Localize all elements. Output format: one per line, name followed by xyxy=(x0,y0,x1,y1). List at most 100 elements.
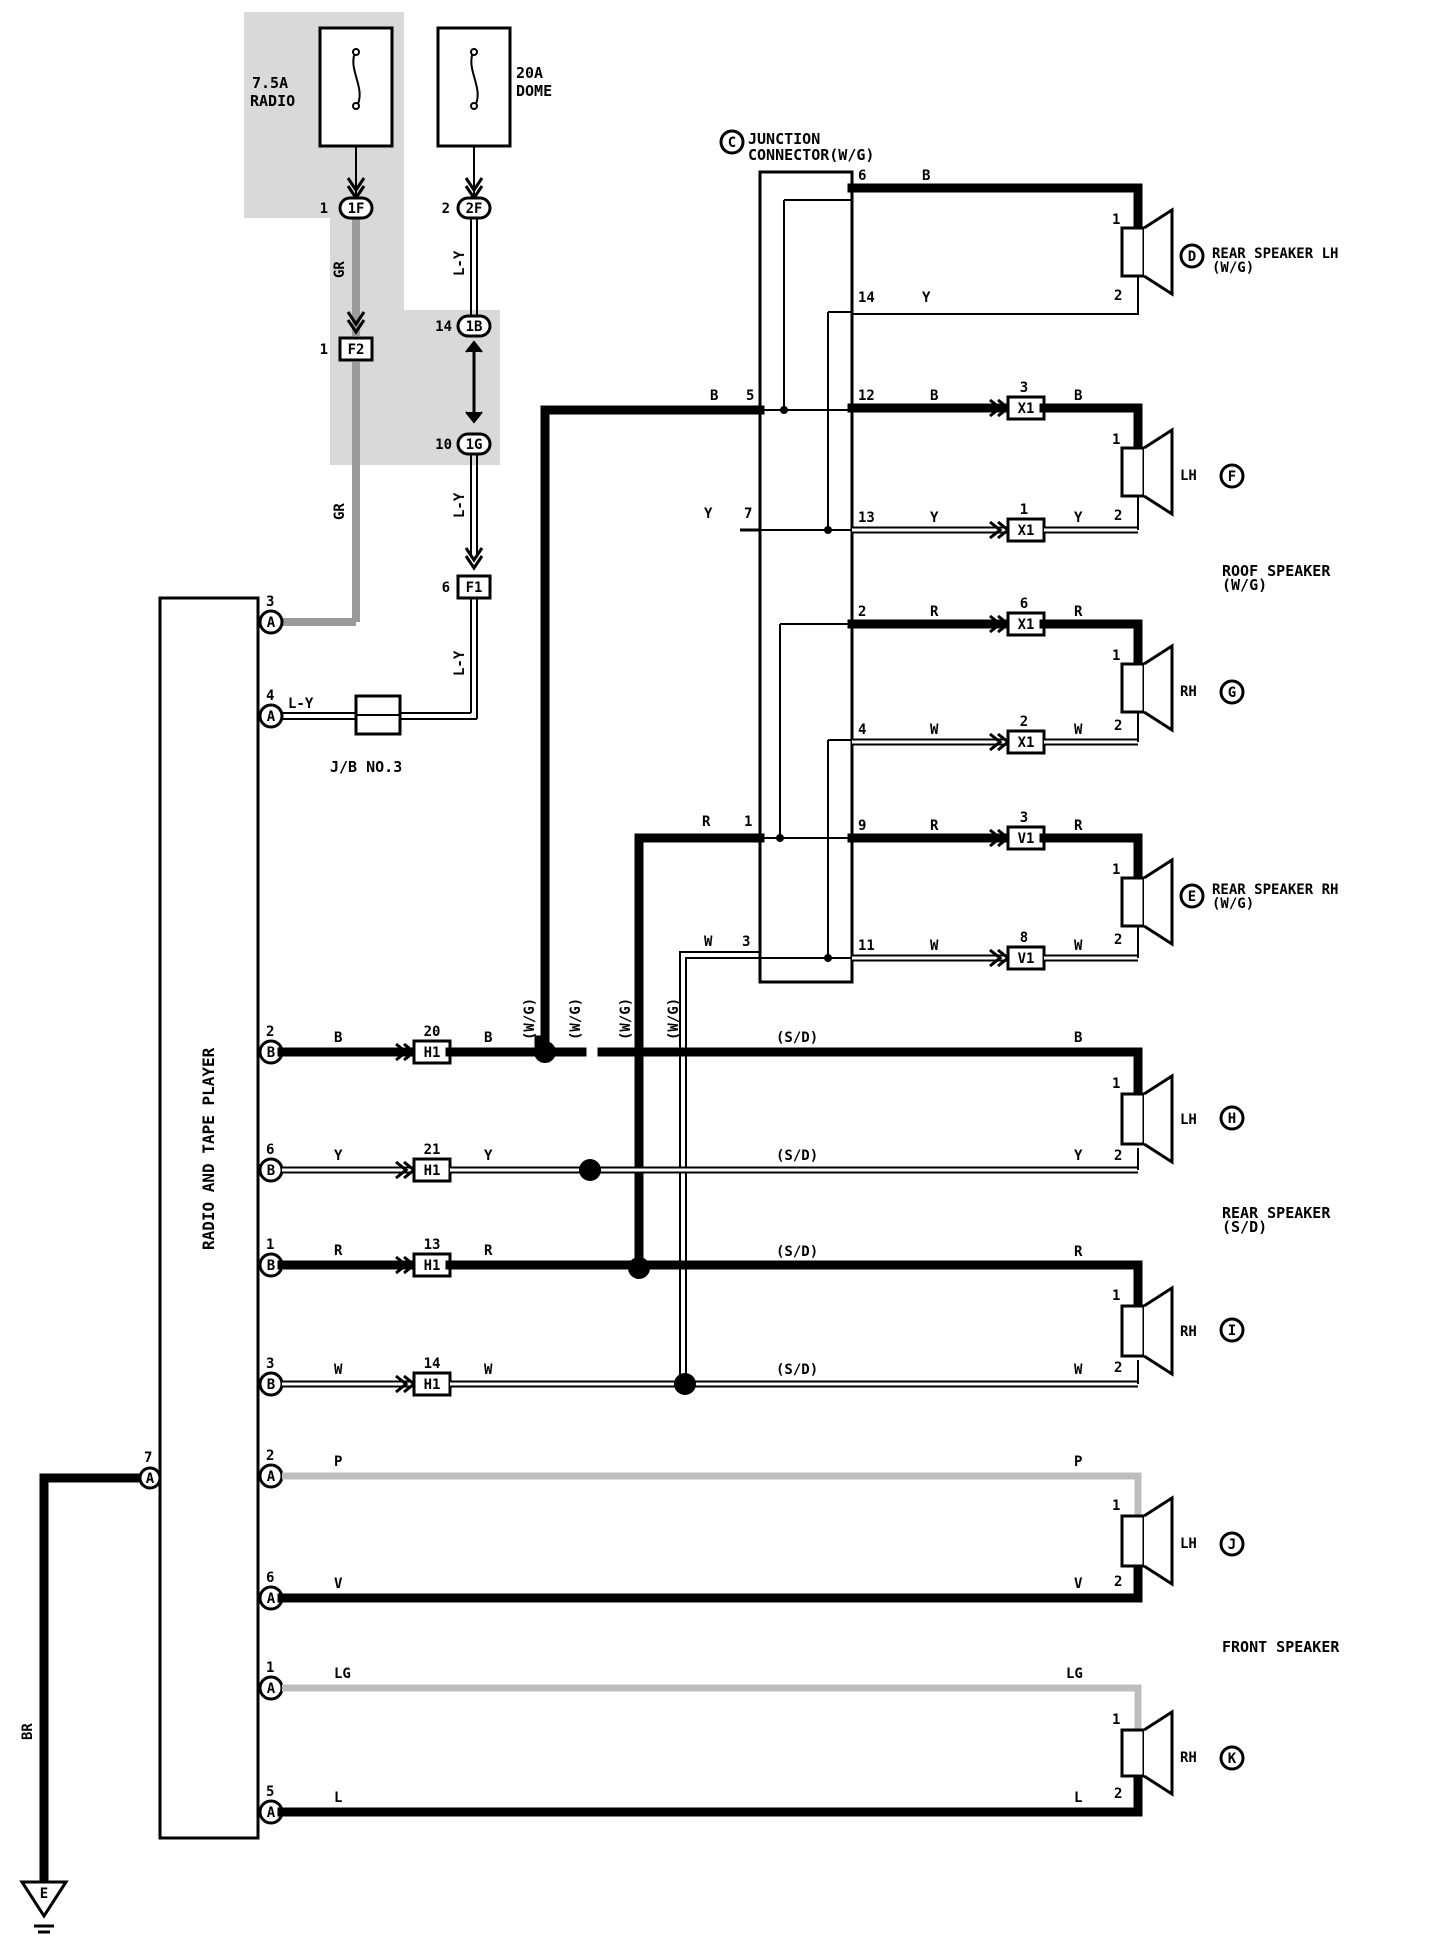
run-e-neg-a1 xyxy=(989,948,1003,968)
fuse-radio-box xyxy=(318,26,394,148)
junction-title: JUNCTION xyxy=(748,130,820,148)
run-h-pos-h1-label: H1 xyxy=(424,1045,441,1061)
speaker-i-body xyxy=(1120,1304,1146,1358)
radio-pin-A3-conn: A xyxy=(267,615,276,631)
connector-1F xyxy=(338,196,374,220)
speaker-j-body xyxy=(1120,1514,1146,1568)
speaker-d-cone xyxy=(1143,207,1174,297)
speaker-h-label: LH xyxy=(1180,1112,1197,1128)
run-f-pos-a1 xyxy=(989,398,1003,418)
radio-pin-B3-conn: B xyxy=(267,1377,275,1393)
speaker-e-pin2: 2 xyxy=(1114,932,1122,948)
jc-in-r-pin: 1 xyxy=(744,814,752,830)
speaker-h-pin1: 1 xyxy=(1112,1076,1120,1092)
speaker-e-cone xyxy=(1143,857,1174,947)
junction-connector: C JUNCTION CONNECTOR(W/G) xyxy=(719,129,874,984)
speaker-d-label: REAR SPEAKER LH xyxy=(1212,246,1338,262)
connector-2F xyxy=(456,196,492,220)
run-e-pos-conn-label: V1 xyxy=(1018,831,1035,847)
run-h-neg-wire-b: Y xyxy=(484,1148,493,1164)
run-g-neg-a1 xyxy=(989,732,1003,752)
speaker-f-cone xyxy=(1143,427,1174,517)
fuse-dome-box xyxy=(436,26,512,148)
radio-pin-A1-num: 1 xyxy=(266,1660,274,1676)
speaker-group-labels: ROOF SPEAKER (W/G) REAR SPEAKER (S/D) FR… xyxy=(1222,562,1340,1656)
ground-triangle xyxy=(19,1880,69,1919)
fuse-radio-amp: 7.5A xyxy=(252,74,288,92)
run-j-neg-wire-a: V xyxy=(334,1576,343,1592)
speaker-g-body xyxy=(1120,662,1146,714)
run-d-wire-b: B xyxy=(922,168,930,184)
junction-letter-circle xyxy=(719,129,745,155)
splice-r xyxy=(628,1257,650,1279)
pin-1B: 14 xyxy=(435,319,452,335)
speaker-g-letter: G xyxy=(1228,685,1236,701)
speaker-i-label: RH xyxy=(1180,1324,1197,1340)
speaker-k-label: RH xyxy=(1180,1750,1197,1766)
run-k-neg xyxy=(277,1771,1143,1817)
fuse-dome: 20A DOME xyxy=(436,26,552,148)
run-h-pos-wire-b: B xyxy=(484,1030,492,1046)
wg-label-3: (W/G) xyxy=(618,998,634,1040)
run-h-pos-a1 xyxy=(395,1042,409,1062)
junction-inputs: B 5 Y 7 R 1 W 3 xyxy=(540,388,765,1388)
jc-in-b-wire: B xyxy=(710,388,718,404)
speaker-e-pin1: 1 xyxy=(1112,862,1120,878)
run-h-neg-a1 xyxy=(395,1160,409,1180)
radio-pin-A7 xyxy=(138,1466,162,1490)
speaker-f-circle xyxy=(1219,463,1245,489)
run-g-pos-conn-label: X1 xyxy=(1018,617,1035,633)
run-e-neg-conn-label: V1 xyxy=(1018,951,1035,967)
speaker-f-pin1: 1 xyxy=(1112,432,1120,448)
ground-circuit: E BR A 7 xyxy=(19,1450,162,1934)
connector-1B-label: 1B xyxy=(466,319,483,335)
speaker-d-sub: (W/G) xyxy=(1212,260,1254,276)
speaker-h-letter: H xyxy=(1228,1111,1236,1127)
run-g-neg-conn-label: X1 xyxy=(1018,735,1035,751)
run-e-pos-jc-pin: 9 xyxy=(858,818,866,834)
radio-pin-A5-conn: A xyxy=(267,1805,276,1821)
run-h-pos-wire-c: B xyxy=(1074,1030,1082,1046)
radio-unit-box xyxy=(158,596,260,1840)
radio-feed-gr: 1F 1 F2 1 GR GR xyxy=(282,146,374,626)
radio-pin-A2-num: 2 xyxy=(266,1448,274,1464)
connector-F2-label: F2 xyxy=(348,342,365,358)
speaker-k-circle xyxy=(1219,1745,1245,1771)
fuse-radio: 7.5A RADIO xyxy=(250,26,394,148)
run-k-neg-wire-a: L xyxy=(334,1790,342,1806)
speaker-e-label: REAR SPEAKER RH xyxy=(1212,882,1338,898)
run-f-neg-a1 xyxy=(989,520,1003,540)
fuse-dome-amp: 20A xyxy=(516,64,543,82)
speaker-j-pin1: 1 xyxy=(1112,1498,1120,1514)
speaker-f-label: LH xyxy=(1180,468,1197,484)
speaker-k-body xyxy=(1120,1728,1146,1778)
speaker-i-cone xyxy=(1143,1285,1174,1377)
run-g-pos-wire-1: R xyxy=(930,604,939,620)
run-d-pin6: 6 xyxy=(858,168,866,184)
run-f-neg-jc-pin: 13 xyxy=(858,510,875,526)
pin-1F: 1 xyxy=(320,201,328,217)
jc-in-y-pin: 7 xyxy=(744,506,752,522)
run-j-pos-wire-a: P xyxy=(334,1454,342,1470)
run-j-neg xyxy=(277,1561,1143,1603)
run-d-pin14: 14 xyxy=(858,290,875,306)
run-k-pos-wire-b: LG xyxy=(1066,1666,1083,1682)
run-e-neg-wire-1: W xyxy=(930,938,939,954)
jc-in-w-wire: W xyxy=(704,934,713,950)
radio-pin-B6-conn: B xyxy=(267,1163,275,1179)
pin-1G: 10 xyxy=(435,437,452,453)
pin-F2: 1 xyxy=(320,342,328,358)
speaker-d-pin2: 2 xyxy=(1114,288,1122,304)
speaker-e-circle xyxy=(1179,883,1205,909)
speaker-k-pin2: 2 xyxy=(1114,1786,1122,1802)
radio-unit-label: RADIO AND TAPE PLAYER xyxy=(199,1047,218,1250)
run-i-pos-h1-label: H1 xyxy=(424,1258,441,1274)
run-d-pos xyxy=(847,183,1143,229)
wg-label-4: (W/G) xyxy=(666,998,682,1040)
front-group-label: FRONT SPEAKER xyxy=(1222,1638,1340,1656)
pin-2F: 2 xyxy=(442,201,450,217)
run-i-neg-a1 xyxy=(395,1374,409,1394)
run-j-neg-wire-b: V xyxy=(1074,1576,1083,1592)
run-f-pos-jc-pin: 12 xyxy=(858,388,875,404)
speaker-k-letter: K xyxy=(1228,1751,1237,1767)
